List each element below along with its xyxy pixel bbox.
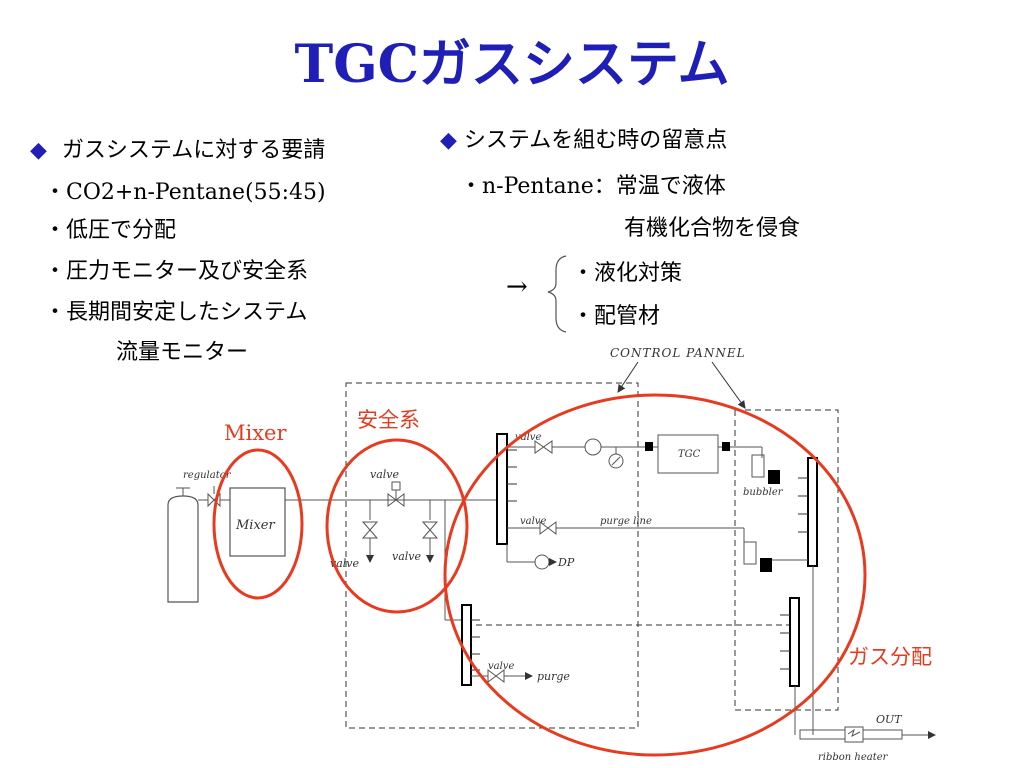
- diamond-bullet-icon: ◆: [440, 128, 457, 153]
- consideration-line: 有機化合物を侵食: [624, 216, 801, 241]
- considerations-heading-row: ◆ システムを組む時の留意点: [440, 122, 727, 154]
- requirement-item: ・圧力モニター及び安全系: [44, 259, 309, 284]
- valve-icon: [534, 440, 553, 454]
- mixer-callout-ellipse: [212, 448, 304, 600]
- requirement-item: ・低圧で分配: [44, 218, 177, 243]
- brace: [547, 255, 567, 333]
- distribution-callout-ellipse: [443, 393, 867, 757]
- valve-icon: [421, 521, 439, 539]
- bubbler-label: bubbler: [743, 487, 784, 498]
- safety-callout-label: 安全系: [357, 408, 420, 432]
- manifold: [496, 433, 508, 545]
- mixer-box: [229, 487, 286, 557]
- ribbon-heater-label: ribbon heater: [818, 752, 889, 763]
- requirement-item: ・長期間安定したシステム: [44, 300, 308, 325]
- page-title: TGCガスシステム: [294, 34, 730, 95]
- distribution-callout-label: ガス分配: [848, 645, 932, 669]
- valve-icon: [387, 493, 405, 507]
- mixer-callout-label: Mixer: [224, 421, 287, 445]
- valve-icon: [539, 521, 557, 535]
- manifold: [461, 604, 472, 686]
- consideration-subitem: ・配管材: [572, 304, 661, 329]
- valve-icon: [487, 669, 505, 683]
- gas-cylinder: [167, 495, 199, 603]
- bubbler-icon: [751, 454, 765, 478]
- requirement-item: ・CO2+n-Pentane(55:45): [44, 180, 326, 205]
- heater-icon: [847, 728, 861, 737]
- valve-label: valve: [392, 550, 422, 563]
- valve-label: valve: [515, 432, 541, 443]
- tgc-box: [657, 434, 719, 474]
- mixer-box-label: Mixer: [235, 518, 275, 533]
- dashed-enclosure-main: [345, 382, 639, 729]
- valve-icon: [361, 521, 379, 539]
- purge-label: purge: [537, 670, 570, 683]
- requirements-heading-row: ◆ ガスシステムに対する要請: [30, 132, 325, 164]
- manifold: [807, 457, 818, 567]
- manifold: [789, 597, 800, 687]
- consideration-line: ・n-Pentane：常温で液体: [460, 174, 726, 199]
- purge-line-label: purge line: [600, 516, 652, 527]
- pointer-line: [617, 361, 639, 393]
- considerations-heading: システムを組む時の留意点: [463, 128, 728, 153]
- consideration-subitem: ・液化対策: [572, 261, 683, 286]
- control-pannel-label: CONTROL PANNEL: [610, 346, 746, 360]
- requirement-item: 流量モニター: [116, 340, 249, 365]
- valve-label: valve: [330, 557, 360, 570]
- diamond-bullet-icon: ◆: [30, 138, 47, 163]
- bubbler-icon: [743, 541, 757, 565]
- tgc-label: TGC: [678, 449, 701, 460]
- regulator-label: regulator: [183, 470, 232, 481]
- out-label: OUT: [876, 713, 903, 726]
- requirements-heading: ガスシステムに対する要請: [61, 138, 326, 163]
- dashed-enclosure-right: [734, 409, 839, 711]
- dp-label: DP: [557, 556, 575, 569]
- flow-meter-icon: [584, 438, 602, 456]
- pointer-line: [711, 361, 746, 409]
- valve-label: valve: [520, 516, 546, 527]
- valve-label: valve: [370, 468, 400, 481]
- safety-callout-ellipse: [325, 438, 469, 614]
- valve-label: valve: [488, 661, 514, 672]
- arrow-icon: →: [506, 272, 528, 302]
- dp-gauge-icon: [534, 554, 550, 570]
